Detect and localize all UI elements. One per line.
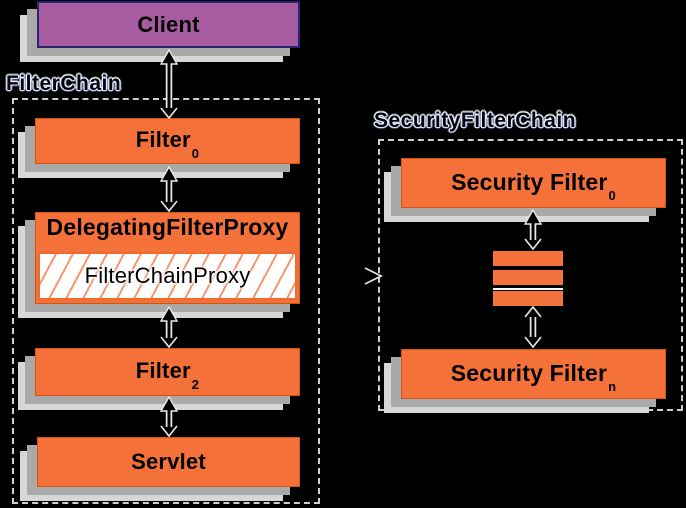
filter2-label-sub: 2 xyxy=(191,376,200,392)
filter2-label: Filter2 xyxy=(135,358,199,390)
double-arrow-filter0-dfp-icon xyxy=(159,166,179,212)
double-arrow-stack-securityfiltern-icon xyxy=(524,306,542,348)
security-filtern-label: Security Filtern xyxy=(450,359,617,394)
security-filter0-label-base: Security Filter xyxy=(451,168,608,195)
connector-open-arrowhead-icon xyxy=(364,267,383,285)
double-arrow-filter2-servlet-icon xyxy=(159,396,179,437)
filter-chain-proxy-box: FilterChainProxy xyxy=(38,252,297,300)
filter-stack-divider xyxy=(493,288,563,290)
filter-stack-bar xyxy=(493,291,563,306)
double-arrow-securityfilter0-stack-icon xyxy=(523,209,543,250)
filter2-box: Filter2 xyxy=(35,348,300,396)
servlet-box: Servlet xyxy=(37,437,300,487)
filter0-box: Filter0 xyxy=(35,118,300,164)
delegating-filter-proxy-label: DelegatingFilterProxy xyxy=(46,214,289,240)
filter-stack xyxy=(493,251,563,306)
client-label: Client xyxy=(137,11,200,37)
servlet-label: Servlet xyxy=(131,449,206,474)
client-box: Client xyxy=(37,1,300,48)
security-filter0-label-sub: 0 xyxy=(608,188,616,204)
filter-stack-bar xyxy=(493,270,563,285)
double-arrow-client-filter0-icon xyxy=(159,49,179,119)
filter0-label-base: Filter xyxy=(135,127,191,153)
filter0-label: Filter0 xyxy=(135,127,199,159)
filter-chain-proxy-label: FilterChainProxy xyxy=(84,263,251,288)
filter-stack-bar xyxy=(493,251,563,266)
filter0-label-sub: 0 xyxy=(191,145,200,161)
filter2-label-base: Filter xyxy=(135,358,191,384)
security-filtern-label-base: Security Filter xyxy=(450,359,608,386)
double-arrow-dfp-filter2-icon xyxy=(159,306,179,348)
security-filterchain-title: SecurityFilterChain xyxy=(374,109,577,132)
security-filter0-label: Security Filter0 xyxy=(451,168,616,203)
security-filtern-box: Security Filtern xyxy=(401,349,666,399)
filterchain-title: FilterChain xyxy=(6,72,122,95)
security-filtern-label-sub: n xyxy=(608,379,617,395)
security-filter0-box: Security Filter0 xyxy=(401,158,666,208)
